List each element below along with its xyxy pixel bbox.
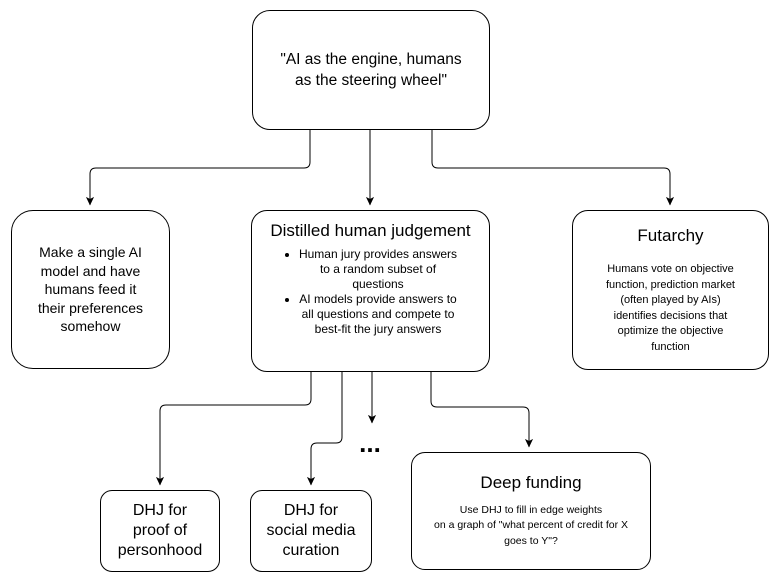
node-distilled-human-judgement: Distilled human judgement Human jury pro… (251, 210, 490, 372)
node-dhj-bullet-list: Human jury provides answers to a random … (284, 247, 457, 337)
connector-dhj-to-proof (155, 372, 312, 486)
node-dhj-bullet-item: Human jury provides answers to a random … (299, 247, 457, 292)
connector-dhj-to-social (306, 372, 343, 486)
node-deep-funding-description: Use DHJ to fill in edge weights on a gra… (433, 503, 628, 547)
node-dhj-proof-label: DHJ for proof of personhood (117, 502, 203, 559)
connector-root-to-single-model (85, 130, 311, 206)
node-dhj-social-media-curation: DHJ for social media curation (250, 490, 372, 572)
connector-root-to-futarchy (431, 130, 675, 206)
connector-dhj-to-deep-funding (430, 372, 534, 448)
node-single-ai-model-label: Make a single AI model and have humans f… (37, 244, 144, 335)
node-deep-funding: Deep funding Use DHJ to fill in edge wei… (411, 452, 651, 570)
node-dhj-bullet-item: AI models provide answers to all questio… (299, 292, 457, 337)
node-futarchy-title: Futarchy (637, 226, 704, 245)
node-futarchy: Futarchy Humans vote on objective functi… (572, 210, 769, 370)
node-dhj-title: Distilled human judgement (270, 221, 471, 240)
node-futarchy-description: Humans vote on objective function, predi… (605, 263, 735, 353)
node-deep-funding-title: Deep funding (480, 472, 582, 492)
node-root: "AI as the engine, humans as the steerin… (252, 10, 490, 130)
node-dhj-proof-of-personhood: DHJ for proof of personhood (100, 490, 220, 572)
node-dhj-social-label: DHJ for social media curation (266, 502, 356, 559)
node-root-label: "AI as the engine, humans as the steerin… (280, 51, 462, 89)
more-applications-ellipsis: ... (359, 428, 381, 458)
node-single-ai-model: Make a single AI model and have humans f… (11, 210, 170, 369)
